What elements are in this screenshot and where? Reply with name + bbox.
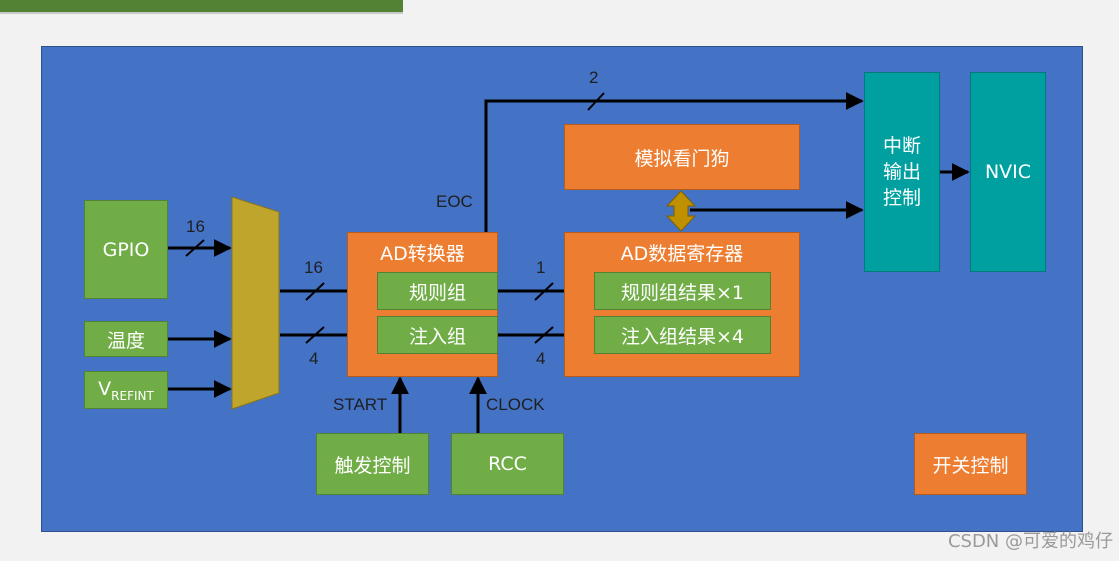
regular-group-label: 规则组 bbox=[408, 281, 466, 304]
injected-data-width-label: 4 bbox=[536, 349, 546, 368]
interrupt-line-2: 输出 bbox=[882, 161, 921, 183]
eoc-width-label: 2 bbox=[589, 68, 599, 87]
vrefint-block: VREFINT bbox=[84, 371, 168, 409]
mux-regular-width-label: 16 bbox=[304, 258, 323, 277]
rcc-block: RCC bbox=[451, 433, 564, 495]
gpio-block: GPIO bbox=[84, 200, 168, 299]
nvic-label: NVIC bbox=[984, 161, 1032, 183]
regular-result-label: 规则组结果×1 bbox=[620, 281, 744, 304]
regular-group-block: 规则组 bbox=[377, 272, 498, 310]
trigger-control-block: 触发控制 bbox=[316, 433, 429, 495]
temperature-block: 温度 bbox=[84, 321, 168, 357]
mux-injected-width-label: 4 bbox=[309, 349, 319, 368]
injected-result-block: 注入组结果×4 bbox=[594, 316, 771, 354]
gpio-label: GPIO bbox=[102, 238, 150, 261]
temperature-label: 温度 bbox=[106, 329, 145, 352]
ad-converter-title: AD转换器 bbox=[380, 243, 465, 265]
injected-group-block: 注入组 bbox=[377, 316, 498, 354]
interrupt-line-3: 控制 bbox=[882, 187, 921, 209]
interrupt-output-control-block: 中断 输出 控制 bbox=[864, 72, 940, 272]
interrupt-line-1: 中断 bbox=[882, 135, 921, 157]
watermark: CSDN @可爱的鸡仔 bbox=[947, 531, 1113, 552]
switch-control-label: 开关控制 bbox=[932, 454, 1009, 477]
multiplexer bbox=[231, 196, 280, 410]
slide-title-bar bbox=[0, 0, 403, 14]
analog-watchdog-label: 模拟看门狗 bbox=[634, 147, 730, 170]
switch-control-block: 开关控制 bbox=[914, 433, 1027, 495]
start-label: START bbox=[333, 395, 388, 414]
clock-label: CLOCK bbox=[486, 395, 545, 414]
vrefint-label: VREFINT bbox=[98, 377, 154, 403]
regular-result-block: 规则组结果×1 bbox=[594, 272, 771, 310]
analog-watchdog-block: 模拟看门狗 bbox=[564, 124, 800, 190]
injected-group-label: 注入组 bbox=[408, 325, 466, 348]
wire-eoc bbox=[484, 92, 864, 232]
trigger-control-label: 触发控制 bbox=[334, 454, 411, 477]
eoc-label: EOC bbox=[436, 192, 473, 211]
gpio-bus-width-label: 16 bbox=[186, 217, 205, 236]
regular-data-width-label: 1 bbox=[536, 258, 546, 277]
ad-data-register-title: AD数据寄存器 bbox=[620, 243, 744, 265]
watchdog-double-arrow bbox=[665, 190, 697, 232]
nvic-block: NVIC bbox=[970, 72, 1046, 272]
rcc-label: RCC bbox=[488, 453, 527, 475]
injected-result-label: 注入组结果×4 bbox=[620, 325, 744, 348]
